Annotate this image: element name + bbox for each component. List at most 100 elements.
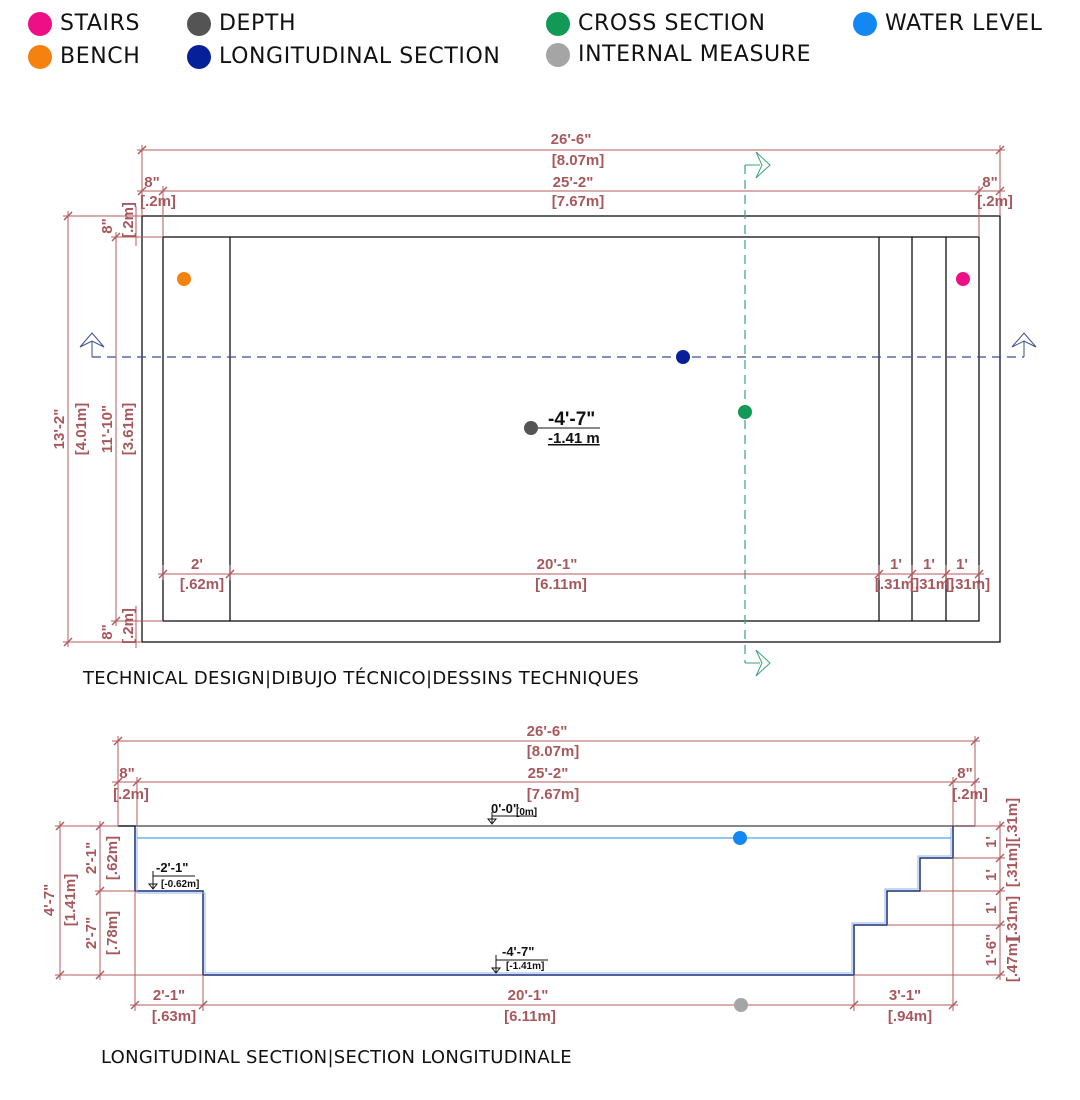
plan-bench-width-ft: 2' (191, 556, 203, 573)
section-total-depth-ft: 4'-7" (41, 884, 58, 916)
section-floor-len-m: [6.11m] (504, 1008, 556, 1025)
plan-bench-width-m: [.62m] (180, 576, 224, 593)
plan-dimension-ticks (63, 145, 1005, 647)
plan-wall-right-m: [.2m] (977, 193, 1013, 210)
plan-wall-right-ft: 8" (982, 174, 997, 191)
section-riser2-ft: 1' (983, 869, 1000, 881)
cross-arrow-top-icon (755, 151, 771, 179)
level-bench-m: [-0.62m] (161, 879, 199, 890)
section-floor-len-ft: 20'-1" (508, 987, 549, 1004)
legend-label: INTERNAL MEASURE (578, 42, 812, 67)
level-marker-top: 0'-0" [0m] (486, 801, 537, 825)
section-riser4-ft: 1'-6" (983, 934, 1000, 966)
section-total-depth-m: [1.41m] (62, 874, 79, 927)
section-riser4-m: [.47m] (1004, 938, 1021, 982)
section-wall-left-m: [.2m] (113, 786, 149, 803)
bench-dot-icon (28, 44, 52, 69)
legend-water-level: WATER LEVEL (853, 11, 1042, 36)
section-wall-left-ft: 8" (119, 765, 134, 782)
cross-section-dot-icon (546, 11, 570, 36)
section-wall-right-ft: 8" (957, 765, 972, 782)
water-level-marker (733, 831, 747, 845)
plan-inner-width-m: [7.67m] (552, 193, 605, 210)
section-inner-width-m: [7.67m] (527, 786, 580, 803)
level-floor-m: [-1.41m] (506, 961, 544, 972)
plan-dimension-lines (63, 145, 1005, 648)
stairs-dot-icon (28, 11, 52, 36)
level-top-m: [0m] (516, 807, 537, 818)
plan-step3-m: [.31m] (946, 576, 990, 593)
legend-label: LONGITUDINAL SECTION (219, 44, 501, 69)
plan-outer-wall (141, 215, 1001, 643)
plan-step3-ft: 1' (956, 556, 968, 573)
plan-caption: TECHNICAL DESIGN|DIBUJO TÉCNICO|DESSINS … (83, 668, 640, 689)
plan-step1-m: [.31m] (875, 576, 919, 593)
section-riser3-m: [.31m] (1004, 896, 1021, 940)
legend-bench: BENCH (28, 44, 140, 69)
plan-wall-top-m: [.2m] (120, 202, 137, 238)
legend-cross-section: CROSS SECTION (546, 11, 766, 36)
cross-arrow-bottom-icon (755, 649, 771, 677)
section-inner-width-ft: 25'-2" (528, 765, 569, 782)
plan-wall-left-m: [.2m] (140, 193, 176, 210)
plan-overall-height-ft: 13'-2" (51, 409, 68, 450)
level-marker-floor: -4'-7" [-1.41m] (490, 944, 548, 974)
section-caption: LONGITUDINAL SECTION|SECTION LONGITUDINA… (101, 1047, 572, 1068)
section-riser1-m: [.31m] (1004, 798, 1021, 842)
plan-wall-top-ft: 8" (99, 218, 116, 233)
legend-internal-measure: INTERNAL MEASURE (546, 42, 811, 67)
legend-label: STAIRS (60, 11, 141, 36)
legend-depth: DEPTH (187, 11, 296, 36)
longitudinal-section-dot-icon (187, 44, 211, 69)
section-arrow-right-icon (1011, 332, 1037, 348)
plan-view: 26'-6" [8.07m] 25'-2" [7.67m] 8" [.2m] 8… (51, 131, 1037, 677)
level-marker-bench: -2'-1" [-0.62m] (147, 860, 199, 890)
stairs-marker (956, 272, 970, 286)
plan-overall-height-m: [4.01m] (73, 403, 90, 456)
section-riser1-ft: 1' (983, 836, 1000, 848)
section-dimension-ticks (55, 736, 1005, 1010)
plan-step2-m: [.31m] (910, 576, 954, 593)
section-bench-len-m: [.63m] (152, 1008, 196, 1025)
level-bench-ft: -2'-1" (156, 860, 188, 875)
plan-depth-m: -1.41 m (548, 430, 600, 447)
section-view: 26'-6" [8.07m] 25'-2" [7.67m] 8" [.2m] 8… (41, 723, 1021, 1025)
legend-label: WATER LEVEL (885, 11, 1043, 36)
pool-profile (118, 825, 975, 976)
plan-depth-ft: -4'-7" (548, 409, 595, 430)
depth-dot-icon (187, 11, 211, 36)
plan-body-length-ft: 20'-1" (537, 556, 578, 573)
plan-wall-left-ft: 8" (144, 174, 159, 191)
water-level-dot-icon (853, 11, 877, 36)
section-lower-depth-m: [.78m] (104, 911, 121, 955)
plan-body-length-m: [6.11m] (535, 576, 587, 593)
plan-wall-bottom-m: [.2m] (120, 608, 137, 644)
section-lower-depth-ft: 2'-7" (83, 917, 100, 949)
plan-inner-height-ft: 11'-10" (99, 405, 116, 453)
section-riser2-m: [.31m] (1004, 843, 1021, 887)
plan-inner-width-ft: 25'-2" (553, 174, 594, 191)
level-floor-ft: -4'-7" (502, 944, 534, 959)
section-bench-depth-ft: 2'-1" (83, 842, 100, 874)
legend-label: BENCH (60, 44, 141, 69)
level-top-ft: 0'-0" (491, 801, 519, 816)
section-dimension-lines (55, 736, 1005, 1011)
section-stairs-len-m: [.94m] (888, 1008, 932, 1025)
section-bench-len-ft: 2'-1" (153, 987, 185, 1004)
pool-profile-inner (136, 828, 952, 974)
section-arrow-left-icon (79, 332, 105, 348)
plan-overall-width-m: [8.07m] (552, 152, 605, 169)
plan-step2-ft: 1' (923, 556, 935, 573)
legend-stairs: STAIRS (28, 11, 140, 36)
section-stairs-len-ft: 3'-1" (889, 987, 921, 1004)
legend-label: DEPTH (219, 11, 297, 36)
legend-label: CROSS SECTION (578, 11, 766, 36)
internal-measure-marker (734, 998, 748, 1012)
plan-overall-width-ft: 26'-6" (551, 131, 592, 148)
longitudinal-section-marker (676, 350, 690, 364)
depth-marker (524, 421, 538, 435)
section-wall-right-m: [.2m] (952, 786, 988, 803)
internal-measure-dot-icon (546, 42, 570, 67)
plan-step1-ft: 1' (890, 556, 902, 573)
